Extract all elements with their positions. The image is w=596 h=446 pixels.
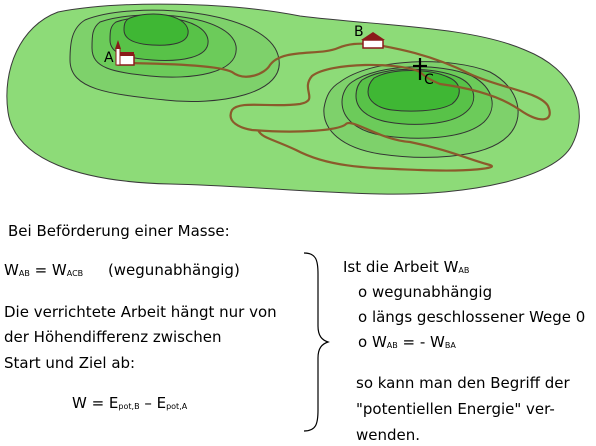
conclusion-line-2: "potentiellen Energie" ver- [356,400,555,418]
right-line-1: Ist die Arbeit WAB [343,258,470,276]
para-line-3: Start und Ziel ab: [4,354,136,372]
bullet-3: o WAB = - WBA [358,333,456,351]
conclusion-line-3: wenden. [356,426,421,444]
hill-c [323,61,519,158]
bullet-2: o längs geschlossener Wege 0 [358,308,586,326]
landscape-map: A B C [6,3,580,195]
label-a: A [104,50,114,66]
para-line-2: der Höhendifferenz zwischen [4,328,222,346]
label-c: C [424,72,434,88]
label-b: B [354,24,364,40]
eq1-w-sub: AB [18,269,30,278]
conclusion-line-1: so kann man den Begriff der [356,374,570,392]
curly-brace [303,252,330,432]
house-icon [361,32,385,49]
eq2-sub2: pot,A [166,402,188,411]
equation-energy: W = Epot,B – Epot,A [72,396,187,411]
eq1-note: (wegunabhängig) [107,261,240,279]
eq2-sub1: pot,B [118,402,140,411]
church-icon [115,40,135,66]
hill-a-contour-4 [123,13,189,46]
para-line-1: Die verrichtete Arbeit hängt nur von [4,303,277,321]
hill-c-contour-4 [367,70,460,112]
equation-wab: WAB = WACB (wegunabhängig) [4,263,240,278]
bullet-1: o wegunabhängig [358,283,493,301]
heading: Bei Beförderung einer Masse: [8,222,230,240]
eq1-rhs-sub: ACB [66,269,84,278]
path-a-to-b [127,42,373,78]
eq1-eq: = W [29,261,67,279]
eq2-mid: – E [139,394,167,412]
eq1-w: W [4,261,19,279]
summit-cross-icon [413,58,427,80]
path-c-to-a [229,63,493,172]
path-b-to-c [371,42,551,121]
eq2-lhs: W = E [72,394,119,412]
